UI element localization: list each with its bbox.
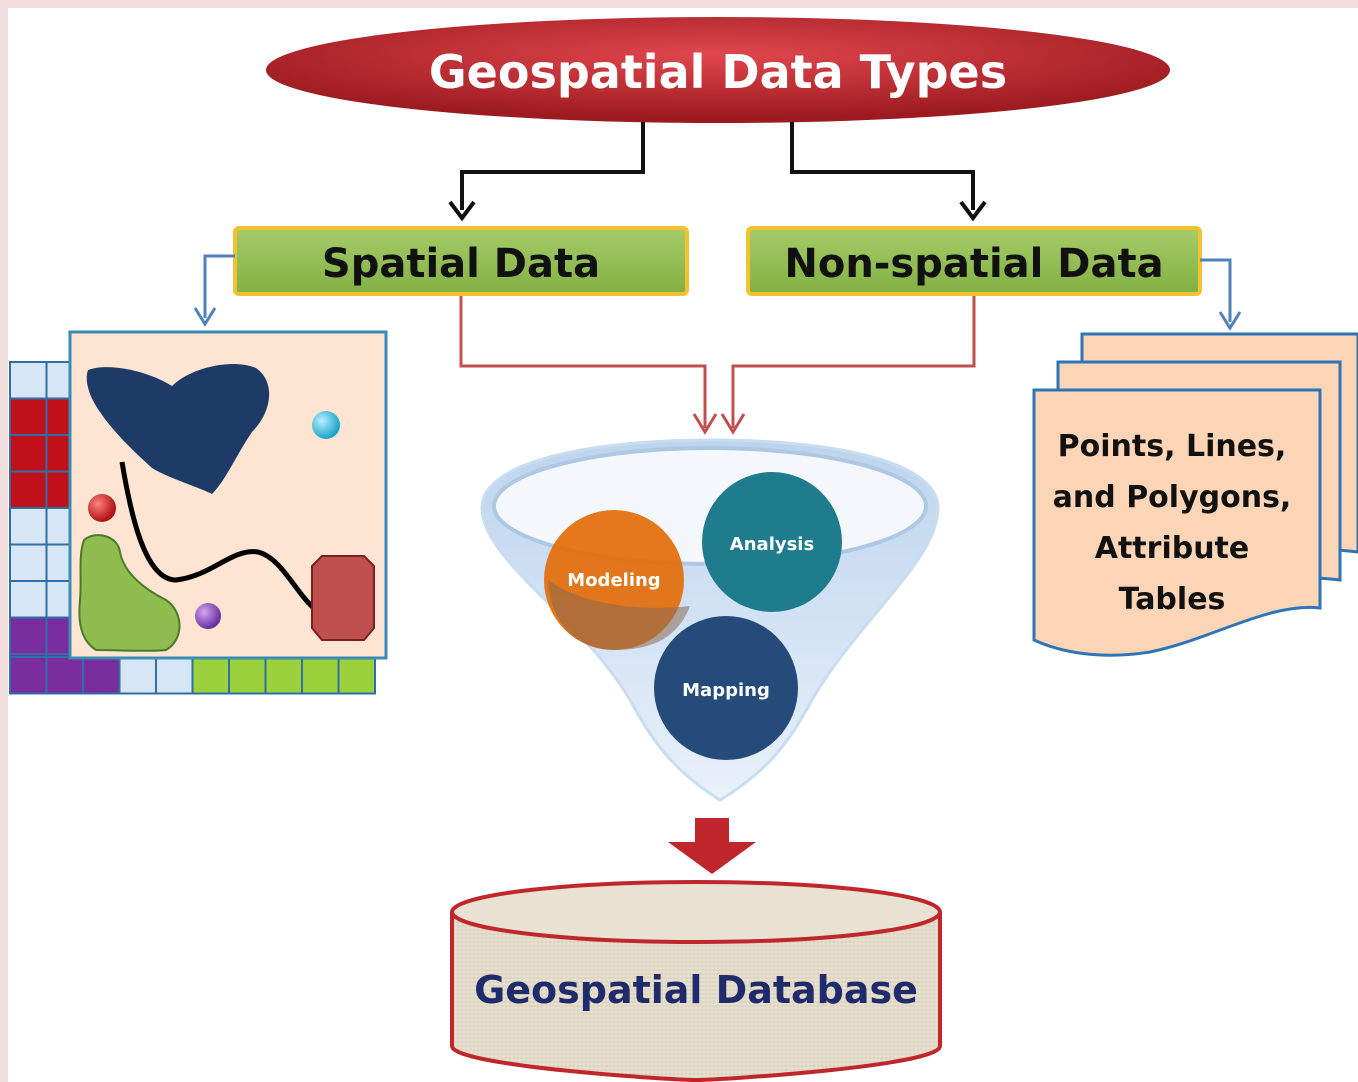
nonspatial-data-node: Non-spatial Data bbox=[746, 226, 1202, 296]
arrowhead-nonspatial bbox=[959, 200, 987, 222]
vector-map-graphic bbox=[68, 330, 388, 660]
arrowhead-map bbox=[193, 307, 217, 327]
arrow-to-nonspatial bbox=[790, 122, 975, 210]
building-polygon bbox=[311, 555, 375, 641]
mapping-circle bbox=[654, 616, 798, 760]
nonspatial-data-label: Non-spatial Data bbox=[784, 241, 1163, 287]
raster-cell bbox=[228, 656, 267, 695]
arrow-nonspatial-to-funnel bbox=[731, 296, 976, 428]
raster-cell bbox=[82, 656, 121, 695]
documents-line-4: Tables bbox=[1119, 582, 1226, 617]
cyan-point bbox=[312, 411, 340, 439]
title-connectors bbox=[448, 122, 987, 222]
side-connectors bbox=[193, 254, 1242, 331]
purple-point bbox=[195, 603, 221, 629]
documents-graphic: Points, Lines, and Polygons, Attribute T… bbox=[1032, 332, 1358, 657]
raster-cell bbox=[191, 656, 230, 695]
raster-cell bbox=[155, 656, 194, 695]
arrowhead-funnel-left bbox=[692, 413, 718, 435]
raster-cell bbox=[337, 656, 376, 695]
documents-line-2: and Polygons, bbox=[1053, 480, 1292, 515]
analysis-label: Analysis bbox=[730, 534, 814, 555]
database-node: Geospatial Database bbox=[450, 880, 942, 1082]
raster-cell bbox=[45, 656, 84, 695]
arrowhead-funnel-right bbox=[720, 413, 746, 435]
arrow-to-spatial bbox=[460, 122, 645, 210]
arrowhead-spatial bbox=[448, 200, 476, 222]
documents-line-1: Points, Lines, bbox=[1058, 429, 1287, 464]
raster-cell bbox=[301, 656, 340, 695]
arrow-to-documents bbox=[1200, 258, 1232, 322]
modeling-label: Modeling bbox=[567, 570, 660, 591]
arrow-to-map bbox=[203, 254, 235, 318]
title-text: Geospatial Data Types bbox=[429, 45, 1007, 99]
mapping-label: Mapping bbox=[682, 680, 770, 701]
arrowhead-documents bbox=[1218, 311, 1242, 331]
raster-cell bbox=[9, 580, 48, 619]
raster-cell bbox=[264, 656, 303, 695]
raster-cell bbox=[9, 470, 48, 509]
raster-grid-graphic bbox=[9, 361, 376, 695]
arrow-spatial-to-funnel bbox=[459, 296, 707, 428]
raster-cell bbox=[9, 543, 48, 582]
funnel-graphic: Modeling Analysis Mapping bbox=[480, 438, 940, 802]
spatial-data-node: Spatial Data bbox=[233, 226, 689, 296]
lake-polygon bbox=[86, 364, 270, 494]
raster-cell bbox=[118, 656, 157, 695]
field-polygon bbox=[78, 534, 181, 652]
documents-line-3: Attribute bbox=[1095, 531, 1250, 566]
red-point bbox=[88, 494, 116, 522]
raster-cell bbox=[9, 434, 48, 473]
spatial-data-label: Spatial Data bbox=[322, 241, 600, 287]
analysis-circle bbox=[702, 472, 842, 612]
raster-cell bbox=[9, 361, 48, 400]
raster-cell bbox=[9, 656, 48, 695]
funnel-connectors bbox=[459, 296, 976, 435]
raster-cell bbox=[9, 616, 48, 655]
raster-cell bbox=[9, 397, 48, 436]
title-node: Geospatial Data Types bbox=[266, 17, 1170, 123]
raster-cell bbox=[9, 507, 48, 546]
database-label: Geospatial Database bbox=[474, 968, 918, 1012]
database-arrow bbox=[668, 818, 756, 874]
road-line bbox=[119, 461, 318, 612]
